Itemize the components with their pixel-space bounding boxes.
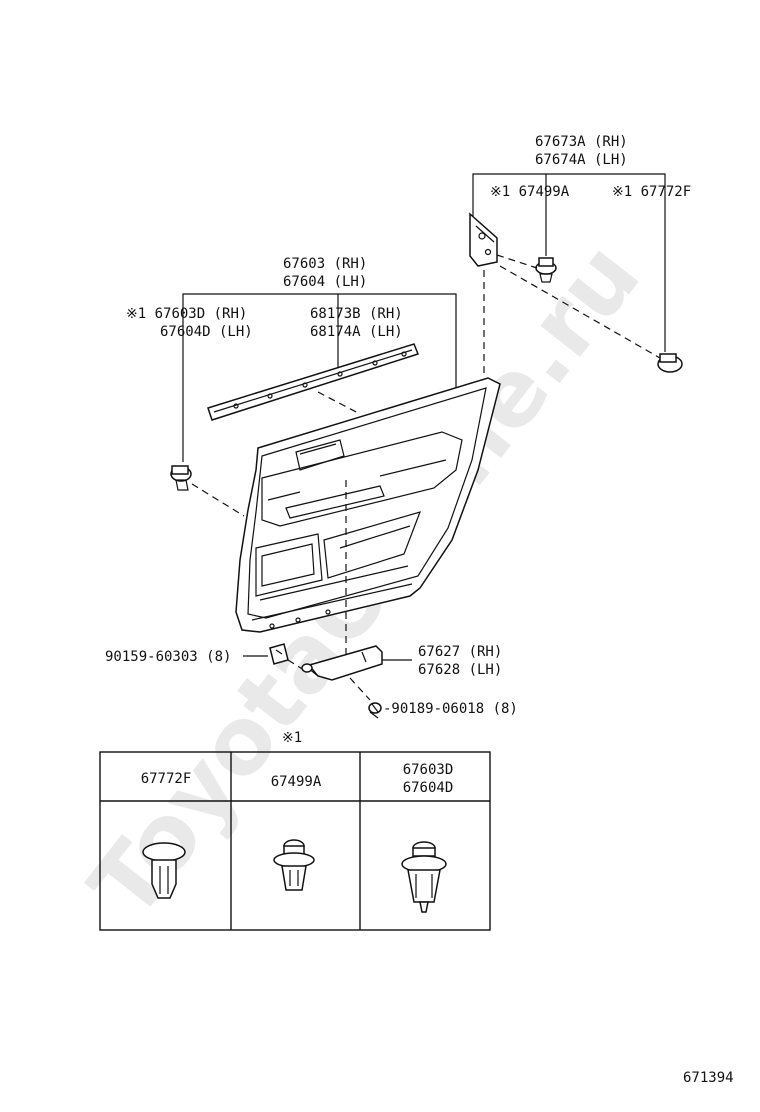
table-header-67499a: 67499A: [271, 774, 322, 790]
label-clip-67604d-lh: 67604D (LH): [160, 324, 253, 340]
label-clip-67603d-rh: ※1 67603D (RH): [126, 306, 247, 322]
clip-67772f-part: [657, 353, 683, 373]
callout-bracket: 67627 (RH) 67628 (LH): [382, 644, 502, 678]
label-board-lh: 67604 (LH): [283, 274, 367, 290]
label-garnish-rh: 67673A (RH): [535, 134, 628, 150]
screw-left-part: [269, 643, 289, 665]
clip-67603d-part: [170, 465, 192, 491]
diagram-id: 671394: [683, 1070, 734, 1086]
leader-board: [182, 293, 457, 462]
table-header-67603d: 67603D: [403, 762, 454, 778]
screw-bottom-part: [368, 702, 382, 719]
leader-garnish: [472, 173, 666, 352]
weatherstrip-part: [207, 343, 419, 421]
table-clip-67499a: [273, 839, 315, 891]
dash-bracket-screw: [349, 677, 371, 701]
bracket-part: [301, 645, 383, 681]
garnish-part: [469, 212, 498, 267]
clip-67499a-part: [535, 257, 557, 283]
clip-table: 67772F 67499A 67603D 67604D: [99, 751, 491, 931]
label-weatherstrip-rh: 68173B (RH): [310, 306, 403, 322]
label-screw-left: 90159-60303 (8): [105, 649, 231, 665]
callout-garnish: 67673A (RH) 67674A (LH) ※1 67499A ※1 677…: [472, 134, 691, 352]
label-bracket-lh: 67628 (LH): [418, 662, 502, 678]
label-clip-67772f: ※1 67772F: [612, 184, 691, 200]
label-weatherstrip-lh: 68174A (LH): [310, 324, 403, 340]
label-garnish-lh: 67674A (LH): [535, 152, 628, 168]
callout-screw-left: 90159-60303 (8): [105, 649, 268, 665]
label-bracket-rh: 67627 (RH): [418, 644, 502, 660]
label-screw-bottom: -90189-06018 (8): [383, 701, 518, 717]
table-clip-67603d: [401, 841, 447, 913]
dash-weatherstrip: [317, 391, 361, 415]
table-clip-67772f: [142, 842, 186, 899]
label-board-rh: 67603 (RH): [283, 256, 367, 272]
table-header-67604d: 67604D: [403, 780, 454, 796]
label-clip-67499a: ※1 67499A: [490, 184, 570, 200]
table-header-67772f: 67772F: [141, 771, 192, 787]
dash-garnish-clip2: [499, 265, 661, 359]
door-trim-board: [235, 377, 501, 633]
dash-clip-board: [191, 483, 245, 517]
note-marker: ※1: [282, 730, 302, 746]
dash-garnish-clip1: [496, 254, 538, 269]
callout-board: 67603 (RH) 67604 (LH) ※1 67603D (RH) 676…: [126, 256, 457, 462]
